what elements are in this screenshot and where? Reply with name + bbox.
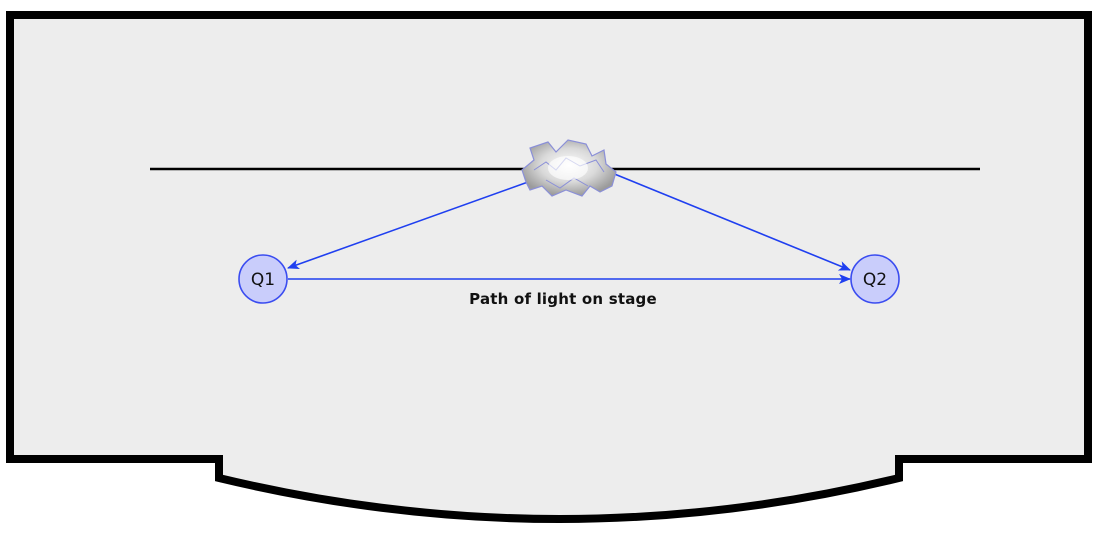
node-q1[interactable]: Q1 [238, 254, 288, 304]
node-q1-circle [238, 254, 288, 304]
node-q2-circle [850, 254, 900, 304]
light-path-fixture-to-q1 [287, 181, 529, 269]
node-q2[interactable]: Q2 [850, 254, 900, 304]
stage-outline [6, 11, 1092, 523]
path-caption: Path of light on stage [469, 290, 657, 308]
stage-light-fixture-icon[interactable] [521, 139, 617, 197]
node-q1-label: Q1 [251, 270, 275, 290]
light-path-fixture-to-q2 [611, 172, 851, 271]
node-q2-label: Q2 [863, 270, 887, 290]
